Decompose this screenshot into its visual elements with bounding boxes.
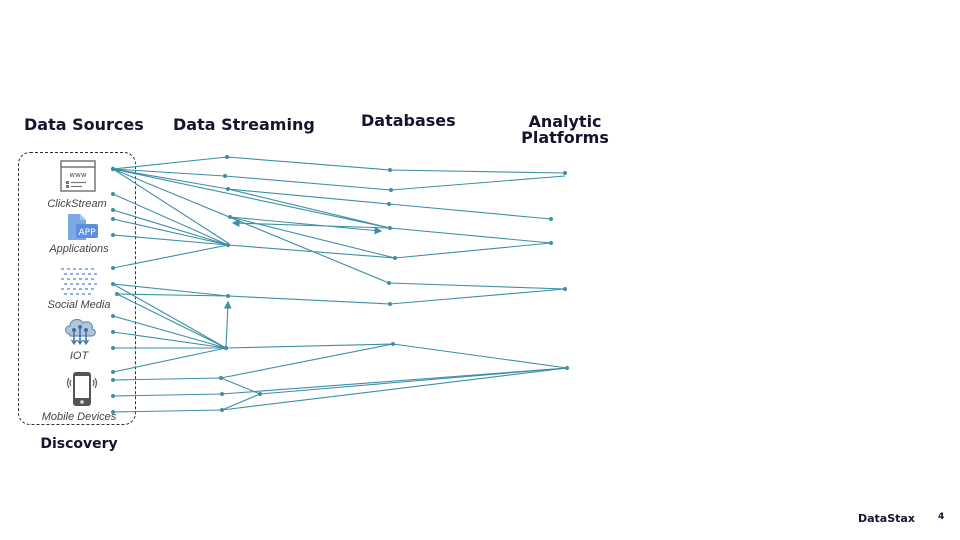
source-label-applications: Applications xyxy=(49,243,109,255)
svg-text:APP: APP xyxy=(78,228,96,238)
iot-cloud-icon xyxy=(64,318,96,346)
databases-heading: Databases xyxy=(361,111,456,130)
source-label-mobile-devices: Mobile Devices xyxy=(41,411,117,423)
brand-logo: DataStax xyxy=(858,512,915,525)
source-label-social-media: Social Media xyxy=(47,299,111,311)
page-number: 4 xyxy=(938,512,945,522)
social-grid-icon xyxy=(61,268,97,295)
analytic-platforms-heading: Analytic Platforms xyxy=(521,112,609,147)
data-streaming-heading: Data Streaming xyxy=(173,115,315,134)
mobile-phone-icon xyxy=(66,372,98,406)
source-label-clickstream: ClickStream xyxy=(47,198,107,210)
discovery-label: Discovery xyxy=(40,436,118,452)
svg-text:www: www xyxy=(69,171,86,179)
app-icon: APP xyxy=(68,214,98,240)
browser-window-icon: www xyxy=(60,160,96,192)
source-label-iot: IOT xyxy=(69,350,89,362)
data-sources-group xyxy=(18,152,136,425)
data-sources-heading: Data Sources xyxy=(24,115,144,134)
